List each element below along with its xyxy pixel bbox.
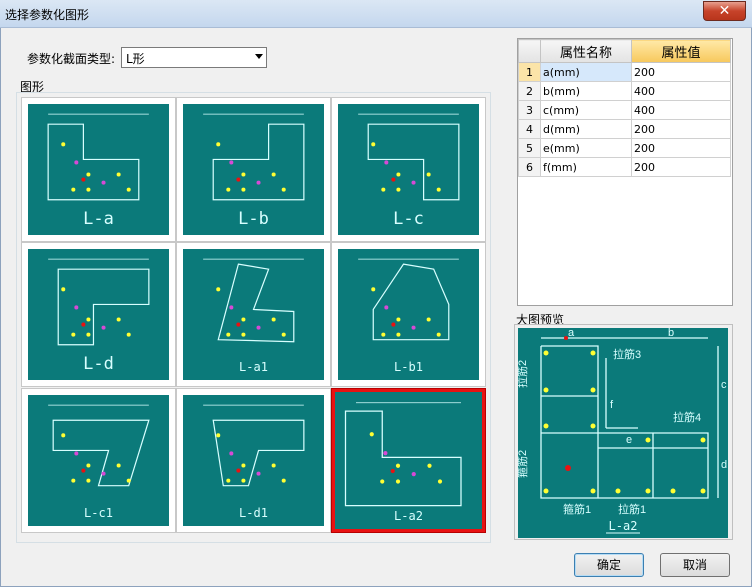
col-header-value: 属性值 — [631, 39, 731, 63]
property-value[interactable]: 400 — [631, 81, 731, 101]
property-name: f(mm) — [540, 157, 632, 177]
preview-label-la2: 拉筋2 — [518, 360, 529, 388]
shape-caption: L-a — [83, 209, 114, 229]
shape-thumbnail: L-a2 — [335, 392, 482, 529]
property-value[interactable]: 200 — [631, 119, 731, 139]
property-name: e(mm) — [540, 138, 632, 158]
ok-button[interactable]: 确定 — [574, 553, 644, 577]
preview-label-la3: 拉筋3 — [613, 347, 641, 361]
shape-tile-l-a1[interactable]: L-a1 — [176, 242, 331, 387]
preview-dim-e: e — [626, 434, 632, 446]
row-number: 6 — [518, 157, 541, 177]
preview-label-gu1: 箍筋1 — [563, 502, 591, 516]
section-type-label: 参数化截面类型: — [27, 52, 116, 66]
row-number: 4 — [518, 119, 541, 139]
preview-label-la4: 拉筋4 — [673, 410, 701, 424]
shape-drawing — [203, 404, 305, 487]
shape-thumbnail: L-a1 — [183, 249, 324, 380]
shape-caption: L-c — [393, 209, 424, 229]
shape-caption: L-d — [83, 354, 114, 374]
close-icon[interactable]: ✕ — [703, 1, 746, 21]
preview-dim-d: d — [721, 459, 727, 471]
shape-tile-l-c1[interactable]: L-c1 — [21, 388, 176, 533]
shape-caption: L-b1 — [394, 360, 423, 374]
shape-tile-l-b1[interactable]: L-b1 — [331, 242, 486, 387]
window-title: 选择参数化图形 — [5, 8, 90, 22]
shape-drawing — [344, 402, 462, 507]
chevron-down-icon — [255, 54, 263, 59]
shape-thumbnail: L-c1 — [28, 395, 169, 526]
shape-tile-l-d[interactable]: L-d — [21, 242, 176, 387]
shape-thumbnail: L-d — [28, 249, 169, 380]
preview-dim-b: b — [668, 328, 674, 339]
col-header-name: 属性名称 — [540, 39, 632, 63]
property-name: d(mm) — [540, 119, 632, 139]
section-type-value: L形 — [126, 52, 145, 66]
preview-dim-c: c — [721, 379, 727, 391]
shape-caption: L-d1 — [239, 506, 268, 520]
shape-thumbnail: L-a — [28, 104, 169, 235]
shape-drawing — [203, 258, 304, 343]
preview-caption: L-a2 — [609, 519, 638, 533]
property-name: a(mm) — [540, 62, 632, 82]
col-header-num — [518, 39, 541, 63]
shape-thumbnail: L-d1 — [183, 395, 324, 526]
property-value[interactable]: 400 — [631, 100, 731, 120]
shape-tile-l-b[interactable]: L-b — [176, 97, 331, 242]
shape-tile-l-a[interactable]: L-a — [21, 97, 176, 242]
shape-drawing — [48, 258, 150, 346]
preview-label-la1: 拉筋1 — [618, 502, 646, 516]
shape-thumbnail: L-c — [338, 104, 479, 235]
shape-tile-l-a2[interactable]: L-a2 — [331, 388, 486, 533]
property-name: c(mm) — [540, 100, 632, 120]
preview-dim-f: f — [610, 399, 614, 411]
row-number: 5 — [518, 138, 541, 158]
shape-drawing — [358, 258, 459, 341]
shape-caption: L-a1 — [239, 360, 268, 374]
cancel-button[interactable]: 取消 — [660, 553, 730, 577]
shape-thumbnail: L-b — [183, 104, 324, 235]
shape-caption: L-c1 — [84, 506, 113, 520]
shape-drawing — [358, 113, 460, 201]
property-name: b(mm) — [540, 81, 632, 101]
preview-image: 拉筋3 拉筋2 拉筋4 箍筋2 箍筋1 拉筋1 a b c d e f L-a2 — [515, 327, 728, 538]
preview-dim-a: a — [568, 328, 575, 339]
row-number: 2 — [518, 81, 541, 101]
shape-drawing — [203, 113, 305, 201]
property-value[interactable]: 200 — [631, 157, 731, 177]
property-value[interactable]: 200 — [631, 62, 731, 82]
shape-thumbnail: L-b1 — [338, 249, 479, 380]
preview-label: 大图预览 — [516, 313, 565, 327]
row-number: 3 — [518, 100, 541, 120]
shape-caption: L-a2 — [394, 509, 423, 523]
section-type-select[interactable]: L形 — [121, 47, 267, 68]
title-bar: 选择参数化图形 ✕ — [0, 0, 752, 28]
shape-drawing — [48, 404, 150, 487]
preview-panel: 拉筋3 拉筋2 拉筋4 箍筋2 箍筋1 拉筋1 a b c d e f L-a2 — [514, 324, 733, 540]
row-number: 1 — [518, 62, 541, 82]
shape-tile-l-d1[interactable]: L-d1 — [176, 388, 331, 533]
shape-drawing — [47, 113, 149, 201]
preview-label-gu2: 箍筋2 — [518, 450, 529, 478]
shapes-group-label: 图形 — [20, 80, 45, 94]
preview-drawing: 拉筋3 拉筋2 拉筋4 箍筋2 箍筋1 拉筋1 a b c d e f L-a2 — [515, 327, 727, 534]
preview-outline — [540, 345, 709, 499]
shape-tile-l-c[interactable]: L-c — [331, 97, 486, 242]
property-value[interactable]: 200 — [631, 138, 731, 158]
shape-caption: L-b — [238, 209, 269, 229]
